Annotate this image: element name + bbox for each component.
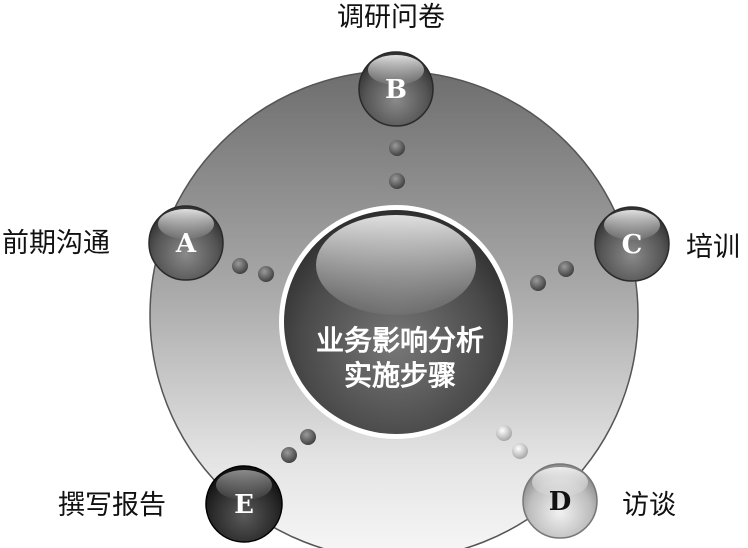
node-b: B — [358, 51, 434, 127]
connector-dot — [389, 173, 405, 189]
connector-dot — [512, 443, 528, 459]
label-d: 访谈 — [622, 490, 676, 521]
label-e: 撰写报告 — [58, 490, 166, 521]
node-c: C — [594, 206, 670, 282]
node-letter: A — [175, 229, 197, 259]
connector-dot — [281, 447, 297, 463]
node-letter: E — [234, 490, 254, 520]
label-c: 培训 — [686, 232, 740, 263]
connector-dot — [232, 258, 248, 274]
connector-dot — [530, 275, 546, 291]
node-a: A — [148, 205, 224, 281]
center-title-line2: 实施步骤 — [344, 359, 456, 392]
center-title-line1: 业务影响分析 — [316, 324, 484, 357]
center-circle: 业务影响分析 实施步骤 — [279, 205, 513, 439]
node-letter: B — [385, 75, 407, 105]
node-d: D — [522, 463, 598, 539]
node-letter: D — [549, 487, 572, 517]
node-e: E — [205, 465, 283, 543]
connector-dot — [389, 140, 405, 156]
connector-dot — [258, 266, 274, 282]
connector-dot — [496, 425, 512, 441]
connector-dot — [558, 261, 574, 277]
label-a: 前期沟通 — [2, 228, 110, 259]
label-b: 调研问卷 — [337, 2, 445, 33]
node-letter: C — [622, 230, 643, 260]
connector-dots — [232, 140, 574, 463]
connector-dot — [300, 429, 316, 445]
